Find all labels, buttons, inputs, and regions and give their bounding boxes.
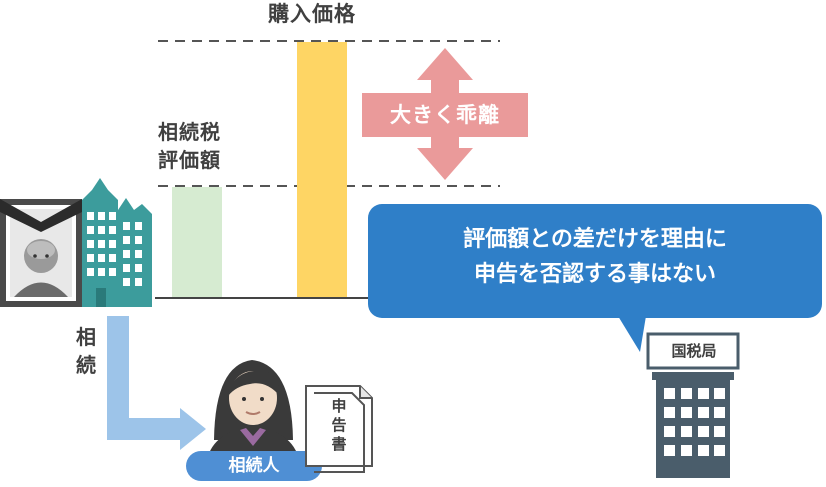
heir-label: 相続人 xyxy=(228,456,280,476)
deceased-portrait-icon xyxy=(0,199,82,307)
inheritance-tax-value-line1: 相続税 xyxy=(158,120,221,144)
tax-return-document-text: 申告書 xyxy=(331,397,347,453)
divergence-double-arrow xyxy=(362,48,528,180)
purchase-price-bar xyxy=(297,42,347,297)
heir-badge xyxy=(186,451,322,481)
inheritance-tax-value-label: 相続税 評価額 xyxy=(158,118,221,174)
speech-bubble-text: 評価額との差だけを理由に 申告を否認する事はない xyxy=(372,222,818,292)
purchase-price-label: 購入価格 xyxy=(268,2,356,26)
tax-return-document-label: 申告書 xyxy=(328,397,350,454)
document-icon xyxy=(305,385,373,473)
inheritance-label-text: 相続 xyxy=(76,325,96,377)
speech-bubble-line1: 評価額との差だけを理由に xyxy=(463,227,727,252)
heir-person-icon xyxy=(206,360,300,465)
national-tax-agency-label: 国税局 xyxy=(671,342,717,360)
tax-office-building-icon xyxy=(646,332,740,478)
inheritance-arrow xyxy=(107,316,206,450)
speech-bubble xyxy=(368,204,822,352)
inheritance-label: 相続 xyxy=(74,323,98,379)
speech-bubble-line2: 申告を否認する事はない xyxy=(473,262,716,287)
inheritance-tax-value-line2: 評価額 xyxy=(158,148,221,172)
valuation-bar xyxy=(172,187,222,297)
apartment-building-icon xyxy=(82,178,152,307)
large-divergence-label: 大きく乖離 xyxy=(390,103,500,127)
